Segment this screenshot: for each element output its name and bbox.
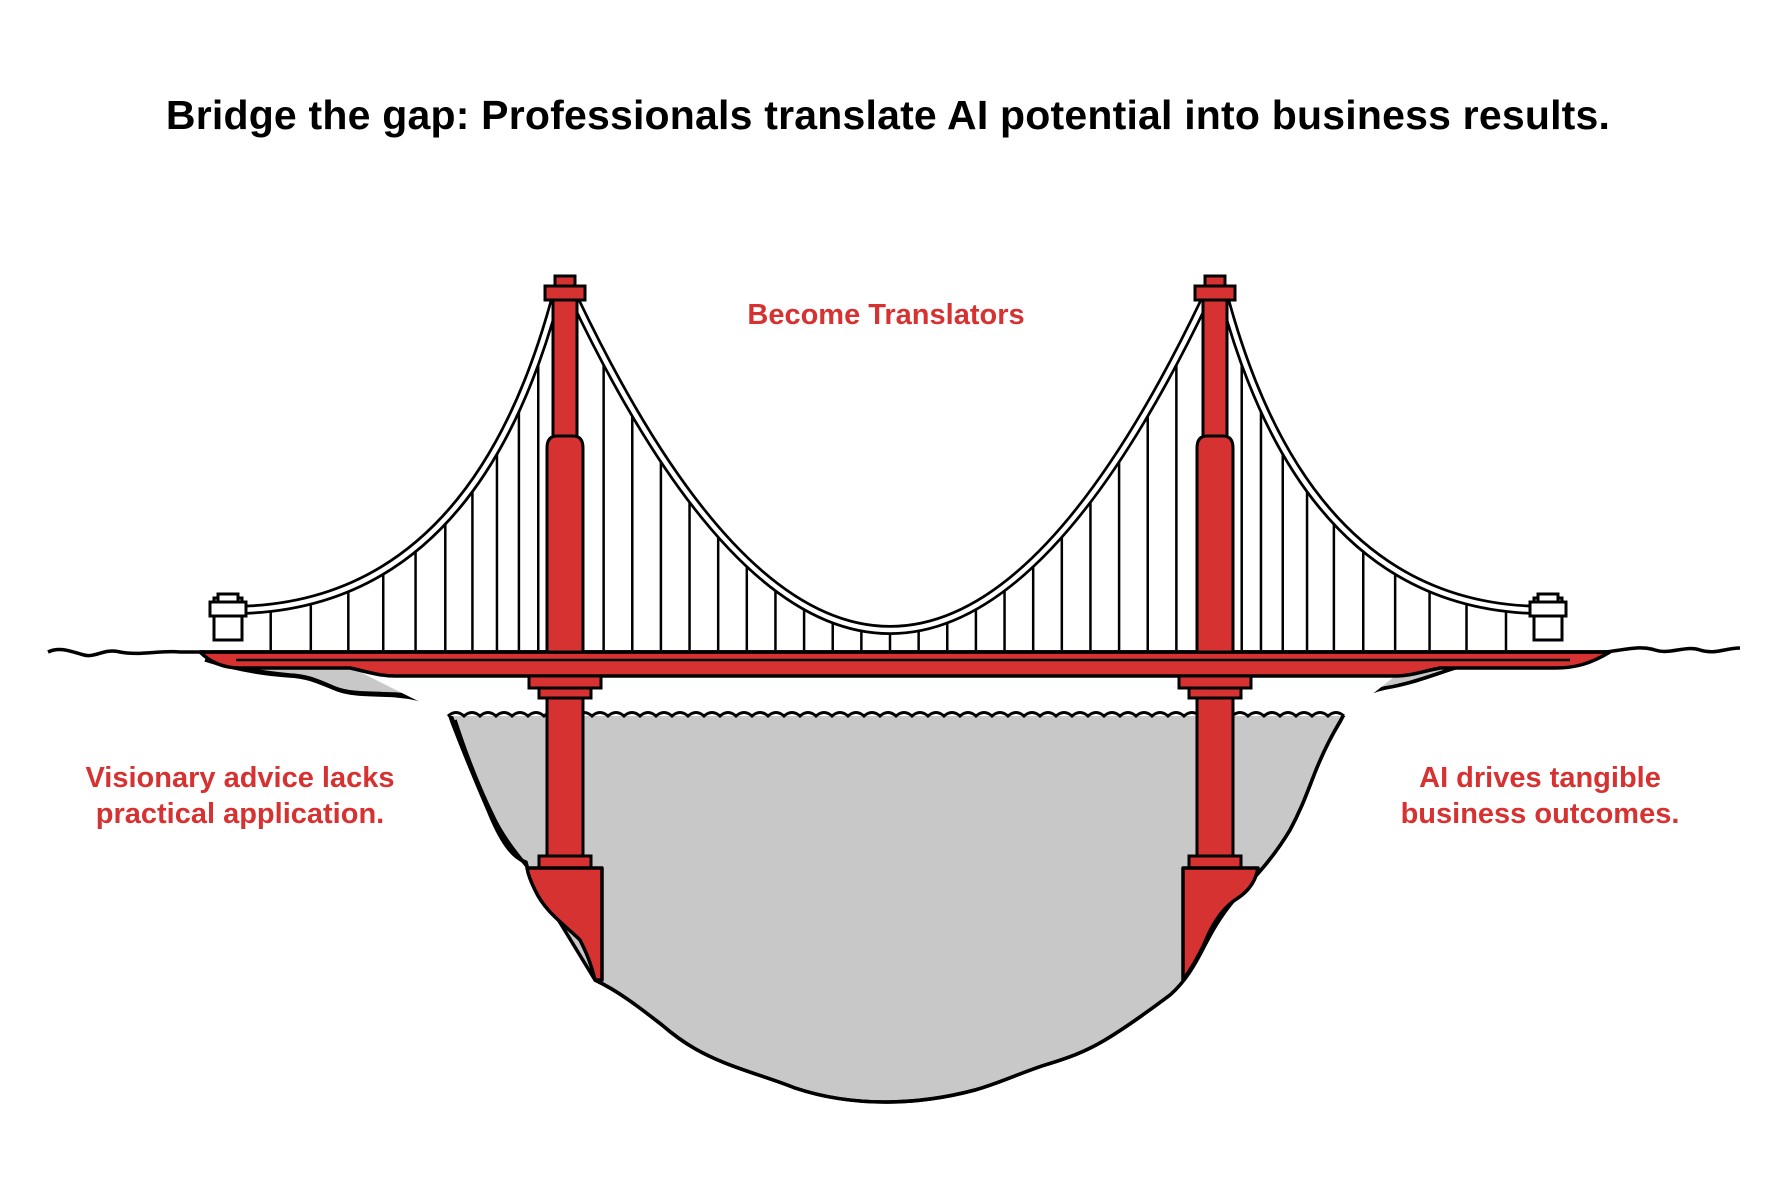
canyon-water xyxy=(210,650,1607,1104)
label-left-line1: Visionary advice lacks xyxy=(85,762,395,794)
cliff-left-lower xyxy=(453,719,532,872)
tower-right xyxy=(1177,274,1253,870)
anchor-top xyxy=(1536,592,1560,604)
main-cable-inner xyxy=(1222,297,1551,613)
tower-lower-shaft xyxy=(1195,434,1235,654)
label-visionary-advice: Visionary advice lacks practical applica… xyxy=(40,760,440,832)
ground-left xyxy=(47,647,205,658)
anchor-cap xyxy=(208,600,248,618)
anchor-right xyxy=(1528,592,1568,642)
tower-deck-bracket xyxy=(1177,674,1253,690)
tower-left xyxy=(527,274,603,870)
anchor-top xyxy=(216,592,240,604)
tower-upper-shaft xyxy=(1201,298,1229,442)
label-left-line2: practical application. xyxy=(95,798,385,830)
anchor-left xyxy=(208,592,248,642)
tower-pier-cap xyxy=(537,854,593,870)
anchor-cap xyxy=(1528,600,1568,618)
label-top-text: Become Translators xyxy=(747,299,1025,331)
tower-cap xyxy=(1193,284,1237,302)
footing-left xyxy=(525,866,604,982)
label-become-translators: Become Translators xyxy=(686,297,1086,333)
label-ai-outcomes: AI drives tangible business outcomes. xyxy=(1340,760,1740,832)
tower-cap xyxy=(543,284,587,302)
tower-pier-cap xyxy=(1187,854,1243,870)
label-right-line1: AI drives tangible xyxy=(1419,762,1661,794)
tower-pier-shaft xyxy=(545,696,585,858)
tower-pier-shaft xyxy=(1195,696,1235,858)
footing-right xyxy=(1181,866,1260,982)
main-cable-inner xyxy=(572,297,1208,632)
bridge-deck xyxy=(198,650,1612,678)
main-cable-inner xyxy=(225,297,558,613)
water-surface-line xyxy=(447,711,1345,718)
tower-deck-bracket xyxy=(527,674,603,690)
ground-right xyxy=(1604,646,1741,654)
tower-upper-shaft xyxy=(551,298,579,442)
tower-lower-shaft xyxy=(545,434,585,654)
page-title: Bridge the gap: Professionals translate … xyxy=(165,92,1611,138)
sky-under-deck xyxy=(360,672,1400,716)
canyon-floor-outline xyxy=(594,978,1172,1104)
label-right-line2: business outcomes. xyxy=(1400,798,1680,830)
